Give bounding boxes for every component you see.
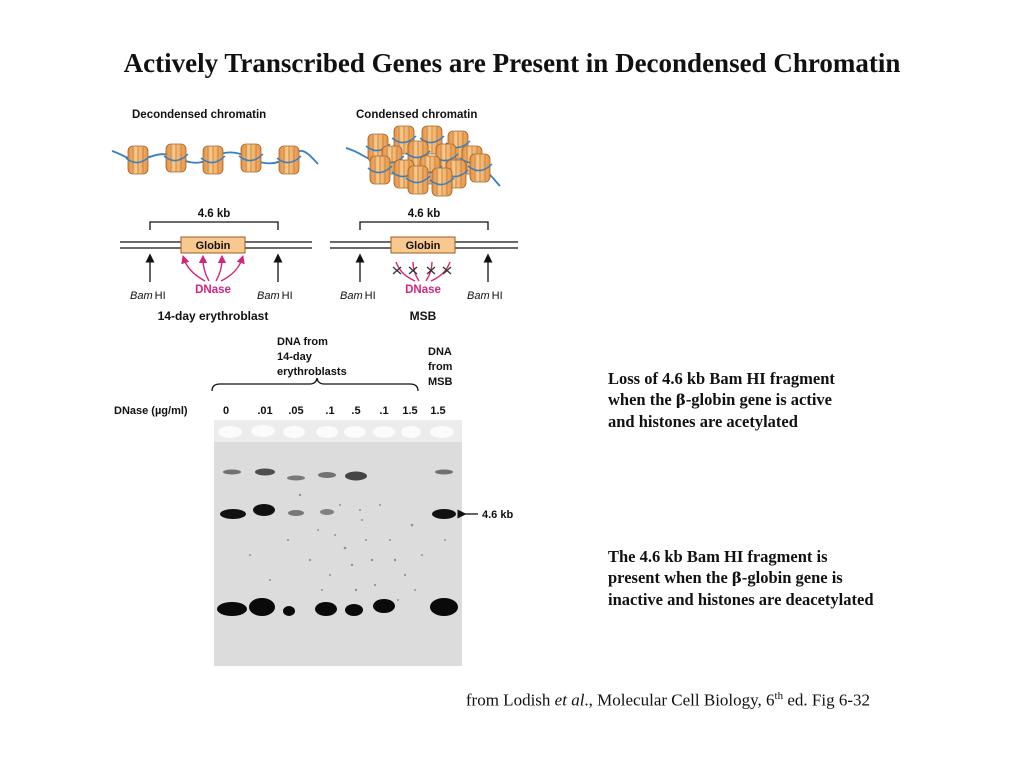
lane-label-4: .1 xyxy=(325,405,334,417)
right-fragment-size: 4.6 kb xyxy=(408,208,441,220)
blocked-cut-marks xyxy=(392,266,452,275)
right-globin-gene: Globin xyxy=(406,240,441,252)
lane-label-3: .05 xyxy=(288,405,303,417)
left-dnase-label: DNase xyxy=(195,284,231,296)
gel-header: DNA from 14-day erythroblasts DNA from M… xyxy=(114,336,453,417)
left-cell-type: 14-day erythroblast xyxy=(158,309,269,323)
condensed-label: Condensed chromatin xyxy=(356,109,477,121)
group2-label-line1: DNA xyxy=(428,346,452,358)
decondensed-label: Decondensed chromatin xyxy=(132,109,266,121)
decondensed-chromatin-fiber xyxy=(111,143,319,175)
lane-label-6: .1 xyxy=(379,405,388,417)
inactive-note-line3: inactive and histones are deacetylated xyxy=(608,590,874,609)
group1-label-line1: DNA from xyxy=(277,336,328,348)
inactive-note-line2: present when the β-globin gene is xyxy=(608,568,843,587)
left-globin-gene: Globin xyxy=(196,240,231,252)
gel-image: 4.6 kb xyxy=(214,420,513,666)
group1-label-line2: 14-day xyxy=(277,351,313,363)
marker-label: 4.6 kb xyxy=(482,509,513,521)
lane-label-2: .01 xyxy=(257,405,272,417)
condensed-chromatin-fiber xyxy=(345,125,501,197)
active-note-line1: Loss of 4.6 kb Bam HI fragment xyxy=(608,369,835,388)
inactive-gene-note: The 4.6 kb Bam HI fragment is present wh… xyxy=(608,546,874,610)
lane-label-7: 1.5 xyxy=(402,405,417,417)
group1-bracket xyxy=(211,377,419,392)
left-fragment-size: 4.6 kb xyxy=(198,208,231,220)
lane-label-8: 1.5 xyxy=(430,405,445,417)
figure-caption: from Lodish et al., Molecular Cell Biolo… xyxy=(465,690,870,710)
group2-label-line2: from xyxy=(428,361,453,373)
right-dnase-label: DNase xyxy=(405,284,441,296)
active-note-line3: and histones are acetylated xyxy=(608,412,798,431)
group2-label-line3: MSB xyxy=(428,376,453,388)
lane-label-5: .5 xyxy=(351,405,360,417)
active-note-line2: when the β-globin gene is active xyxy=(608,390,833,409)
inactive-note-line1: The 4.6 kb Bam HI fragment is xyxy=(608,547,828,566)
lane-label-1: 0 xyxy=(223,405,229,417)
dnase-concentration-label: DNase (µg/ml) xyxy=(114,405,188,417)
group1-label-line3: erythroblasts xyxy=(277,366,347,378)
right-cell-type: MSB xyxy=(410,309,437,323)
slide-title: Actively Transcribed Genes are Present i… xyxy=(123,48,901,78)
active-gene-note: Loss of 4.6 kb Bam HI fragment when the … xyxy=(608,368,835,432)
